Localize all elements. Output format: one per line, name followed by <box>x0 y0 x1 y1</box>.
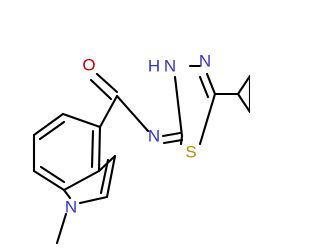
thiadiazole-c2-n3-bond <box>173 75 184 138</box>
indole-c7a-c3a-bond <box>62 169 101 192</box>
indole-c4-c5-bond <box>61 112 102 129</box>
indole-c5-c6-double-b <box>38 120 66 141</box>
carbonyl-to-indole-bond <box>98 94 119 129</box>
carbonyl-double-bond-b <box>89 78 113 101</box>
indole-nitrogen-atom-label: N <box>65 197 77 216</box>
indole-c5-c6-double-a <box>32 112 65 137</box>
molecule-structure-diagram: O N H N N S N <box>32 51 250 245</box>
thiadiazole-n4-c5-double-a <box>205 72 217 96</box>
carbonyl-to-imine-n-bond <box>115 94 150 133</box>
indole-n1-c7a-bond <box>62 188 72 200</box>
thiadiazole-c5-s-bond <box>198 92 217 146</box>
bonds <box>32 64 250 245</box>
indole-c3-c2-double-a <box>105 154 117 199</box>
imine-double-bond-a <box>161 131 182 138</box>
imine-double-bond-b <box>162 138 184 145</box>
indole-c7-c7a-double-a <box>32 169 66 192</box>
sulfur-atom-label: S <box>185 142 196 161</box>
cyclopropyl-bond-b <box>236 92 250 114</box>
indole-c7-c7a-double-b <box>39 165 66 184</box>
thiadiazole-s-c2-bond <box>179 134 184 146</box>
indole-c3a-c4-double-b <box>90 129 95 169</box>
indole-c3-c2-double-b <box>99 158 110 195</box>
nh-nitrogen-atom-label: N <box>164 56 176 75</box>
carbonyl-double-bond-a <box>95 72 119 94</box>
n-methyl-bond <box>55 212 68 245</box>
atom-labels: O N H N N S N <box>65 51 211 216</box>
oxygen-atom-label: O <box>82 55 95 74</box>
nh-hydrogen-label: H <box>148 56 160 75</box>
cyclopropyl-bond-a <box>236 74 250 96</box>
indole-c2-n1-bond <box>78 195 109 205</box>
imine-nitrogen-atom-label: N <box>148 126 160 145</box>
ring-nitrogen-atom-label: N <box>199 51 211 70</box>
indole-c3a-c4-double-a <box>97 125 102 173</box>
thiadiazole-n4-c5-double-b <box>198 75 210 99</box>
